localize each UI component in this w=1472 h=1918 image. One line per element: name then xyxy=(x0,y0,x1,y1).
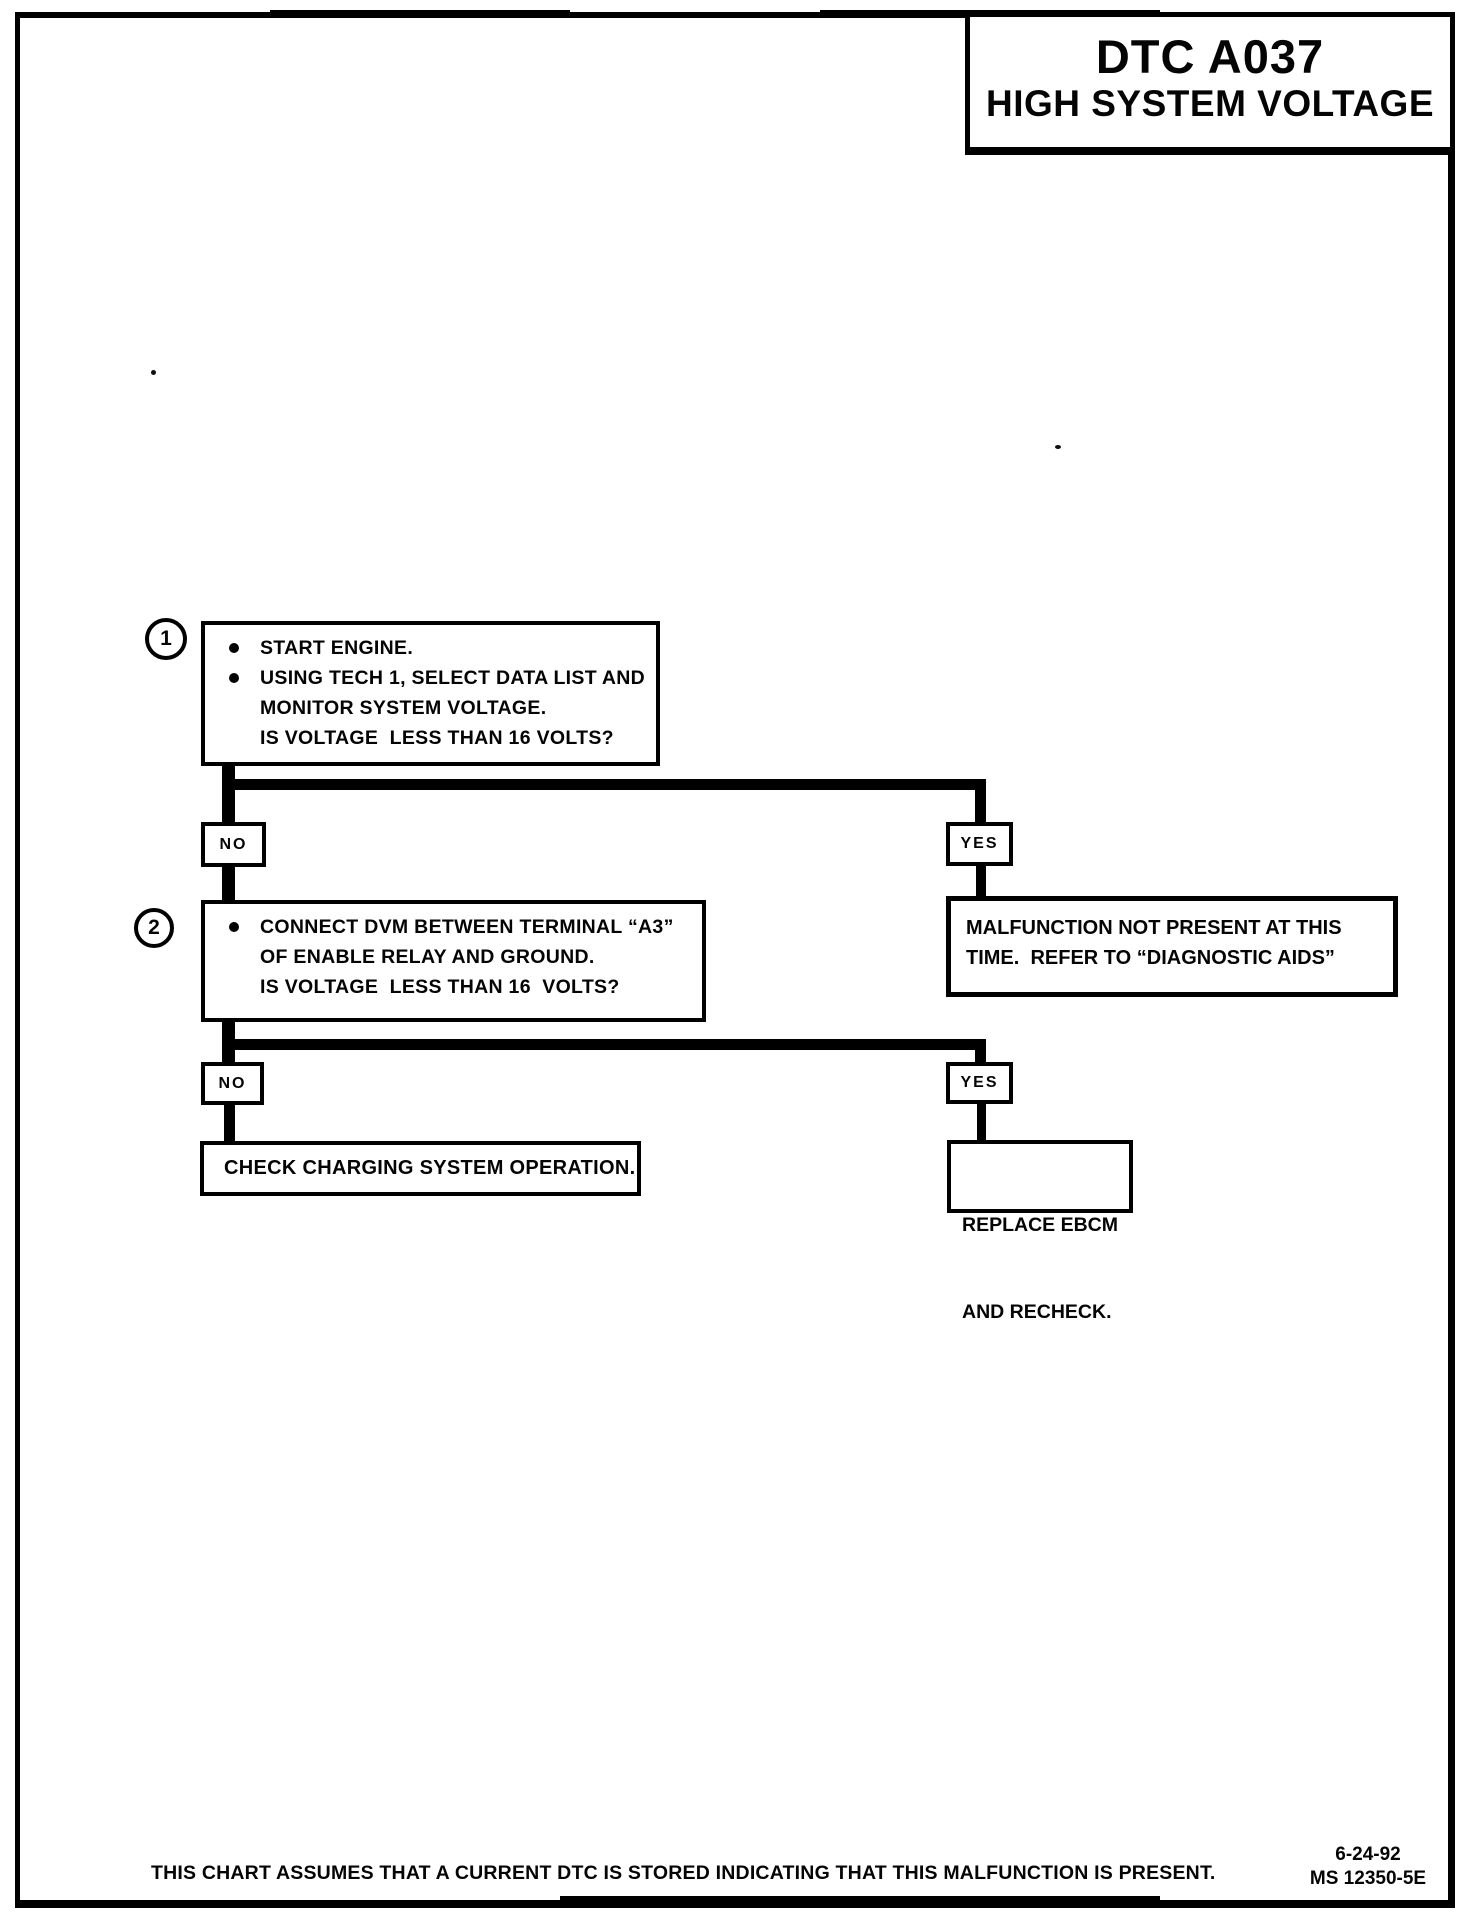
step-line: OF ENABLE RELAY AND GROUND. xyxy=(260,946,595,968)
connector-yes1-to-malfunction xyxy=(976,864,986,898)
outcome-line: AND RECHECK. xyxy=(962,1301,1112,1323)
bullet-icon xyxy=(229,673,239,683)
dtc-header-box: DTC A037 HIGH SYSTEM VOLTAGE xyxy=(965,12,1455,155)
scan-speck xyxy=(151,370,156,375)
step-1-number: 1 xyxy=(160,627,172,650)
footer-doc-number: MS 12350-5E xyxy=(1309,1868,1427,1889)
step-2-number: 2 xyxy=(148,916,160,939)
connector-branch2-yes-drop xyxy=(975,1039,986,1064)
branch-1-no-label: NO xyxy=(201,822,266,867)
connector-branch2-horizontal xyxy=(222,1039,986,1050)
step-line: IS VOLTAGE LESS THAN 16 VOLTS? xyxy=(260,727,614,749)
branch-2-yes-label: YES xyxy=(946,1062,1013,1104)
footer-note: THIS CHART ASSUMES THAT A CURRENT DTC IS… xyxy=(151,1862,1216,1884)
connector-yes2-to-replace xyxy=(977,1103,986,1141)
scan-artifact xyxy=(270,10,570,18)
check-charging-box: CHECK CHARGING SYSTEM OPERATION. xyxy=(200,1141,641,1196)
connector-no1-to-step2 xyxy=(222,866,235,902)
scan-artifact xyxy=(560,1896,1160,1905)
step-line: IS VOLTAGE LESS THAN 16 VOLTS? xyxy=(260,976,620,998)
dtc-code: DTC A037 xyxy=(1095,30,1325,83)
outcome-line: TIME. REFER TO “DIAGNOSTIC AIDS” xyxy=(966,947,1335,969)
footer-date: 6-24-92 xyxy=(1335,1844,1401,1865)
step-line: CONNECT DVM BETWEEN TERMINAL “A3” xyxy=(205,912,702,942)
step-line: USING TECH 1, SELECT DATA LIST AND xyxy=(205,663,656,693)
connector-no2-to-check xyxy=(224,1104,235,1142)
step-line: MONITOR SYSTEM VOLTAGE. xyxy=(260,697,547,719)
footer-revision-block: 6-24-92 MS 12350-5E xyxy=(1287,1843,1449,1891)
bullet-icon xyxy=(229,922,239,932)
step-2-box: CONNECT DVM BETWEEN TERMINAL “A3” OF ENA… xyxy=(201,900,706,1022)
dtc-name: HIGH SYSTEM VOLTAGE xyxy=(985,83,1435,124)
step-line: START ENGINE. xyxy=(205,633,656,663)
connector-branch1-yes-drop xyxy=(975,779,986,823)
branch-2-no-label: NO xyxy=(201,1062,264,1105)
connector-step1-down xyxy=(222,765,235,823)
step-1-box: START ENGINE. USING TECH 1, SELECT DATA … xyxy=(201,621,660,766)
replace-ebcm-box: REPLACE EBCM AND RECHECK. xyxy=(947,1140,1133,1323)
malfunction-not-present-box: MALFUNCTION NOT PRESENT AT THIS TIME. RE… xyxy=(946,896,1398,997)
bullet-icon xyxy=(229,643,239,653)
scan-speck xyxy=(1055,445,1061,449)
branch-1-yes-label: YES xyxy=(946,822,1013,866)
step-1-number-circle: 1 xyxy=(145,618,187,660)
outcome-line: REPLACE EBCM xyxy=(962,1214,1119,1236)
step-2-number-circle: 2 xyxy=(134,908,174,948)
connector-branch1-horizontal xyxy=(222,779,986,790)
outcome-line: MALFUNCTION NOT PRESENT AT THIS xyxy=(966,917,1342,939)
